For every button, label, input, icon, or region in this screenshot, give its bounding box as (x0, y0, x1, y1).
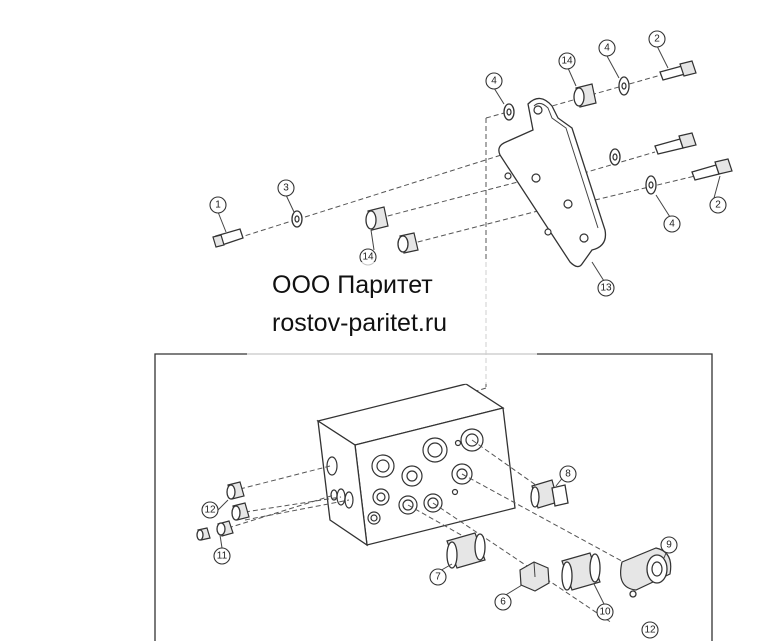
svg-text:2: 2 (715, 200, 721, 211)
svg-text:6: 6 (500, 597, 506, 608)
washer-4-middle (609, 148, 621, 166)
assembly-lines-block (227, 439, 641, 624)
svg-text:8: 8 (565, 469, 571, 480)
cartridge-7 (446, 532, 486, 569)
callout-4-bottom: 4 (663, 215, 681, 233)
washer-4-top-right (618, 76, 630, 96)
bolt-2-middle (654, 132, 697, 155)
mounting-bracket (498, 97, 607, 268)
bolt-2-bottom (691, 158, 733, 181)
coil-9 (620, 547, 672, 598)
callout-2-bottom: 2 (709, 196, 727, 214)
callout-8: 8 (559, 465, 577, 483)
fitting-8 (530, 479, 569, 509)
hex-plug-6 (519, 561, 550, 592)
svg-text:4: 4 (669, 219, 675, 230)
bolt-2-top (659, 60, 697, 81)
plug-12-lower (231, 502, 250, 521)
svg-text:4: 4 (491, 76, 497, 87)
callout-12-left: 12 (201, 501, 219, 519)
callout-1: 1 (209, 196, 227, 214)
callout-14-top: 14 (558, 52, 576, 70)
svg-text:3: 3 (283, 183, 289, 194)
callout-13: 13 (597, 279, 615, 297)
plug-11-a (196, 527, 211, 541)
bolt-1 (212, 228, 244, 248)
callout-6: 6 (494, 593, 512, 611)
cartridge-10 (561, 552, 601, 591)
callout-12-bottom: 12 (641, 621, 659, 639)
callout-4-top: 4 (598, 39, 616, 57)
callout-9: 9 (660, 536, 678, 554)
svg-text:12: 12 (204, 505, 216, 516)
svg-text:9: 9 (666, 540, 672, 551)
valve-block (316, 383, 516, 547)
svg-text:14: 14 (362, 252, 374, 263)
watermark-company-name: ООО Паритет (272, 271, 433, 299)
spacer-14-left-b (397, 232, 419, 254)
svg-text:2: 2 (654, 34, 660, 45)
washer-4-bottom (645, 175, 657, 195)
callout-7: 7 (429, 568, 447, 586)
svg-text:14: 14 (561, 56, 573, 67)
callout-10: 10 (596, 603, 614, 621)
svg-text:13: 13 (600, 283, 612, 294)
callout-11: 11 (213, 547, 231, 565)
spacer-14-left-a (365, 206, 389, 231)
watermark-panel (247, 262, 537, 384)
svg-text:1: 1 (215, 200, 221, 211)
callout-2-top: 2 (648, 30, 666, 48)
svg-text:11: 11 (217, 551, 228, 562)
washer-4-top-left (503, 103, 515, 121)
plug-11-b (216, 520, 234, 537)
watermark-website: rostov-paritet.ru (272, 309, 448, 337)
washer-3 (291, 210, 303, 228)
callout-3: 3 (277, 179, 295, 197)
svg-text:7: 7 (435, 572, 441, 583)
svg-text:12: 12 (644, 625, 656, 636)
svg-text:10: 10 (599, 607, 611, 618)
plug-12-upper (226, 481, 245, 500)
svg-text:4: 4 (604, 43, 610, 54)
spacer-14-top (573, 83, 597, 108)
callout-4-left: 4 (485, 72, 503, 90)
